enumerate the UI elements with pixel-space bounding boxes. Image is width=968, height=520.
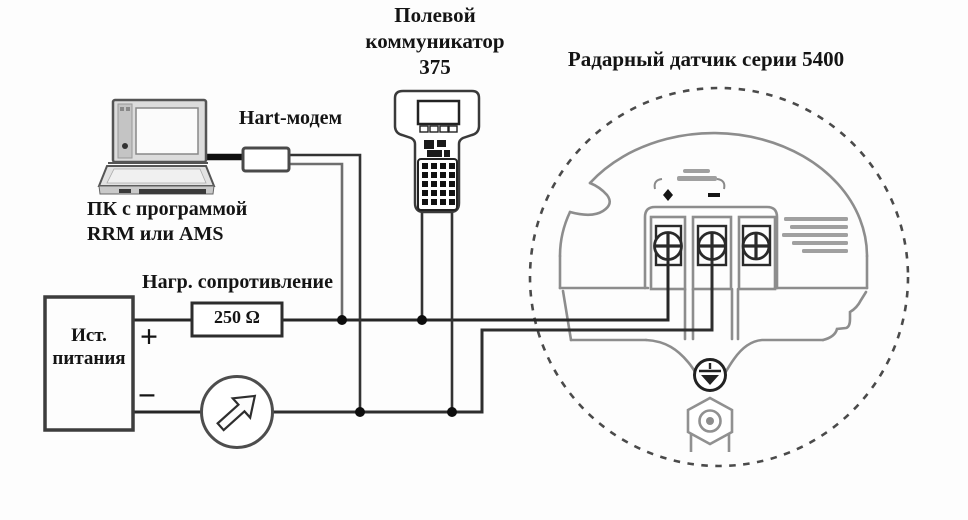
resistor-value: 250 Ω bbox=[214, 307, 260, 327]
power-source-box bbox=[43, 295, 135, 432]
pc-label-line2: RRM или AMS bbox=[87, 223, 224, 245]
terminal-plus-icon bbox=[663, 189, 673, 201]
pc-label-line1: ПК с программой bbox=[87, 198, 248, 220]
junction-dot bbox=[447, 407, 457, 417]
illegible-text-lines bbox=[677, 169, 848, 253]
terminal-screw bbox=[653, 231, 683, 261]
communicator-screen bbox=[416, 99, 461, 126]
plus-sign: + bbox=[139, 318, 159, 354]
terminal-screws bbox=[653, 224, 772, 267]
power-source-label-line1: Ист. bbox=[71, 325, 107, 346]
modem-lead-gray bbox=[287, 162, 344, 322]
resistor-box bbox=[190, 301, 284, 338]
housing-notch bbox=[568, 181, 612, 217]
junction-dot bbox=[417, 315, 427, 325]
loop-wires bbox=[131, 153, 714, 414]
terminal-screw bbox=[697, 231, 727, 261]
communicator-keypad bbox=[422, 163, 455, 205]
field-communicator-icon bbox=[393, 89, 481, 214]
laptop-icon bbox=[97, 98, 216, 195]
terminal-minus-icon bbox=[708, 193, 720, 197]
hart-modem-box bbox=[241, 146, 291, 173]
power-source-label-line2: питания bbox=[52, 348, 126, 369]
radar-sensor-label: Радарный датчик серии 5400 bbox=[567, 47, 845, 71]
minus-sign: − bbox=[137, 377, 157, 413]
communicator-label-line2: коммуникатор bbox=[365, 29, 505, 53]
dashed-enclosure bbox=[528, 86, 910, 468]
wire-minus-to-terminal bbox=[271, 248, 714, 414]
junction-dot bbox=[337, 315, 347, 325]
coax-connector-icon bbox=[686, 396, 734, 452]
ammeter-icon bbox=[200, 375, 274, 449]
communicator-label-line1: Полевой bbox=[394, 3, 476, 27]
terminal-block bbox=[643, 205, 779, 290]
meter-arrow-icon bbox=[216, 394, 257, 432]
junction-dots bbox=[337, 315, 457, 417]
communicator-label-line3: 375 bbox=[419, 55, 451, 79]
hart-modem-label: Hart-модем bbox=[238, 107, 343, 129]
modem-lead-dark bbox=[287, 153, 362, 414]
wire-plus-to-terminal bbox=[280, 248, 670, 322]
junction-dot bbox=[355, 407, 365, 417]
terminal-screw bbox=[741, 231, 771, 261]
ground-icon bbox=[693, 358, 727, 392]
load-resistance-label: Нагр. сопротивление bbox=[142, 271, 333, 293]
terminal-bracket-marks bbox=[653, 178, 726, 190]
